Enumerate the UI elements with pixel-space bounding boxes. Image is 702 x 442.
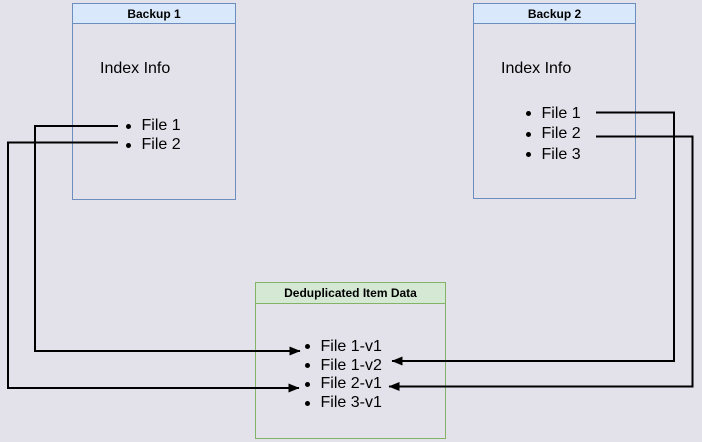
backup1-index-info-label: Index Info (100, 60, 171, 77)
dedup-title: Deduplicated Item Data (256, 283, 445, 304)
bullet-icon (125, 123, 131, 129)
dedup-file2v1-item: File 2-v1 (304, 375, 382, 394)
backup2-file3-item: File 3 (525, 145, 581, 166)
backup1-box: Backup 1 Index Info File 1 File 2 (72, 3, 236, 200)
dedup-file1v2-label: File 1-v2 (320, 356, 382, 374)
backup2-file1-item: File 1 (525, 104, 581, 125)
backup1-file1-item: File 1 (125, 117, 181, 136)
backup2-file-list: File 1 File 2 File 3 (525, 104, 581, 166)
dedup-file2v1-label: File 2-v1 (320, 375, 382, 393)
backup2-file1-label: File 1 (541, 104, 581, 122)
backup1-file2-label: File 2 (141, 136, 181, 153)
backup1-title: Backup 1 (73, 4, 235, 24)
dedup-file1v2-item: File 1-v2 (304, 356, 382, 375)
backup2-file2-item: File 2 (525, 124, 581, 145)
bullet-icon (125, 142, 131, 148)
bullet-icon (525, 131, 531, 137)
backup2-box: Backup 2 Index Info File 1 File 2 File 3 (473, 3, 636, 199)
backup1-file1-label: File 1 (141, 117, 181, 134)
bullet-icon (304, 363, 310, 369)
dedup-file1v1-label: File 1-v1 (320, 337, 382, 355)
backup2-index-info-label: Index Info (501, 60, 572, 77)
dedup-file-list: File 1-v1 File 1-v2 File 2-v1 File 3-v1 (304, 337, 382, 413)
bullet-icon (525, 111, 531, 117)
backup2-file3-label: File 3 (541, 145, 581, 163)
dedup-file3v1-item: File 3-v1 (304, 394, 382, 413)
bullet-icon (525, 152, 531, 158)
bullet-icon (304, 400, 310, 406)
dedup-file3v1-label: File 3-v1 (320, 394, 382, 412)
deduplicated-item-data-box: Deduplicated Item Data File 1-v1 File 1-… (255, 282, 446, 439)
backup2-title: Backup 2 (474, 4, 635, 24)
bullet-icon (304, 381, 310, 387)
backup1-file2-item: File 2 (125, 136, 181, 155)
backup1-file-list: File 1 File 2 (125, 117, 181, 155)
backup2-file2-label: File 2 (541, 125, 581, 143)
dedup-file1v1-item: File 1-v1 (304, 337, 382, 357)
bullet-icon (304, 344, 310, 350)
